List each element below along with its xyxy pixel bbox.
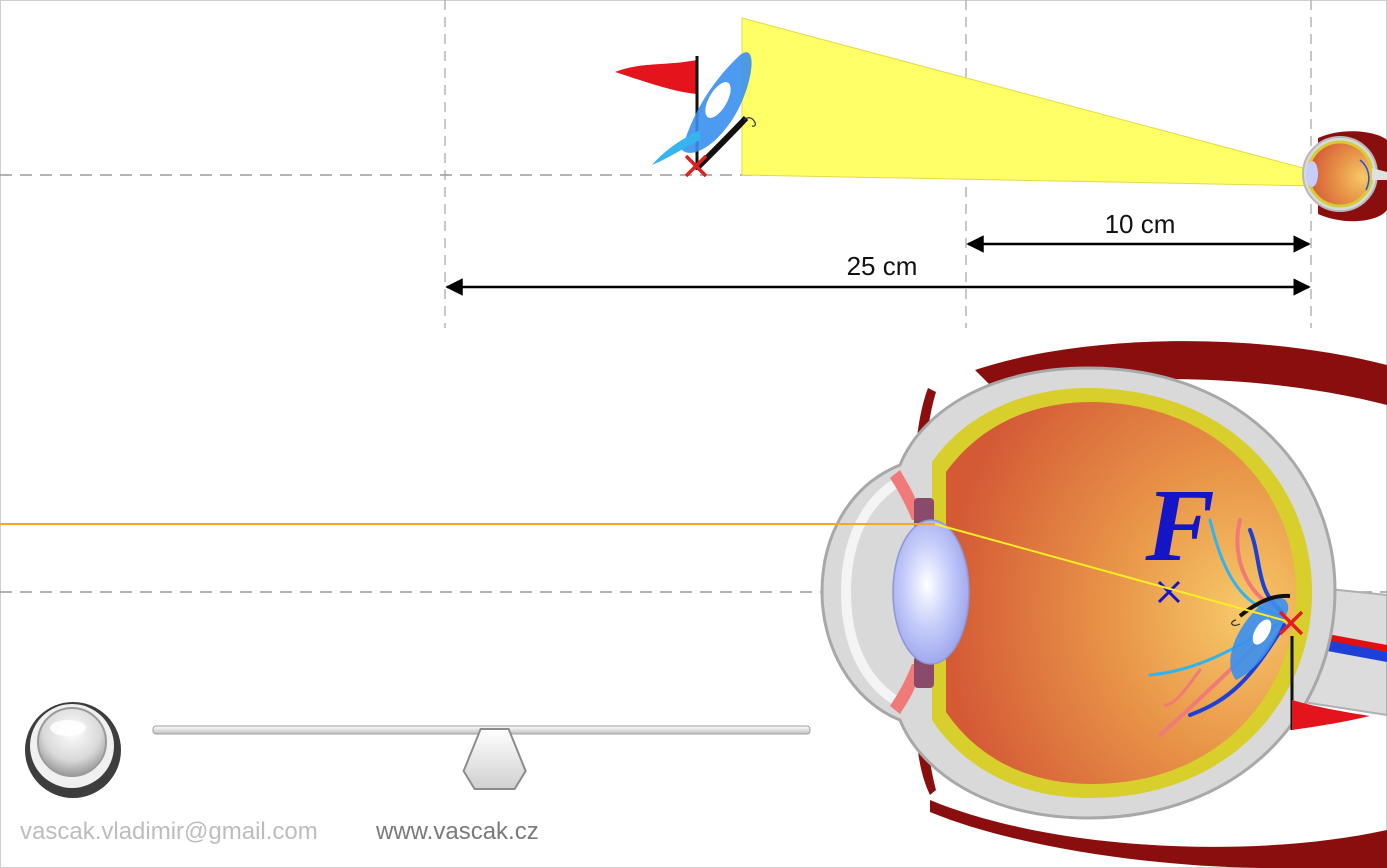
small-eye-vein-icon [1359, 159, 1370, 191]
cornea [840, 473, 908, 711]
object-point-marker-icon [684, 154, 708, 178]
large-eye: F [820, 341, 1387, 868]
footer-email[interactable]: vascak.vladimir@gmail.com [20, 818, 318, 845]
small-eye-lens [1306, 161, 1318, 187]
play-button-shine [50, 720, 86, 736]
upper-eyelid [975, 341, 1387, 405]
focus-label: F [1144, 468, 1214, 583]
dimension-far: 25 cm [445, 251, 1311, 296]
image-antenna-icon [1231, 619, 1241, 626]
image-butterfly-body-icon [1238, 593, 1291, 618]
antenna-icon [743, 117, 756, 127]
vertical-guides [444, 0, 1312, 328]
butterfly-body-icon [694, 115, 749, 171]
lower-eyelid [930, 800, 1387, 868]
footer-website[interactable]: www.vascak.cz [376, 818, 539, 845]
label-25cm: 25 cm [847, 251, 918, 281]
label-10cm: 10 cm [1105, 209, 1176, 239]
dimension-near: 10 cm [966, 209, 1311, 253]
slider-thumb[interactable] [462, 728, 527, 790]
focus-point-marker-icon [1157, 580, 1181, 604]
butterfly-wing-lower-icon [652, 130, 700, 165]
image-point-marker-icon [1278, 610, 1304, 636]
crystalline-lens [892, 519, 970, 665]
image-butterfly-spot-icon [1252, 619, 1272, 645]
light-cone [741, 17, 1319, 187]
small-eye-nerve [1372, 168, 1387, 180]
play-button-cap [37, 707, 107, 777]
refracted-ray [934, 523, 1291, 623]
flag-icon [615, 60, 697, 94]
distance-slider[interactable] [152, 725, 811, 790]
play-button[interactable] [25, 702, 121, 798]
small-eye [1302, 131, 1387, 222]
image-flag-icon [1292, 700, 1370, 730]
object-small[interactable] [615, 52, 756, 178]
butterfly-spot-icon [705, 82, 731, 118]
